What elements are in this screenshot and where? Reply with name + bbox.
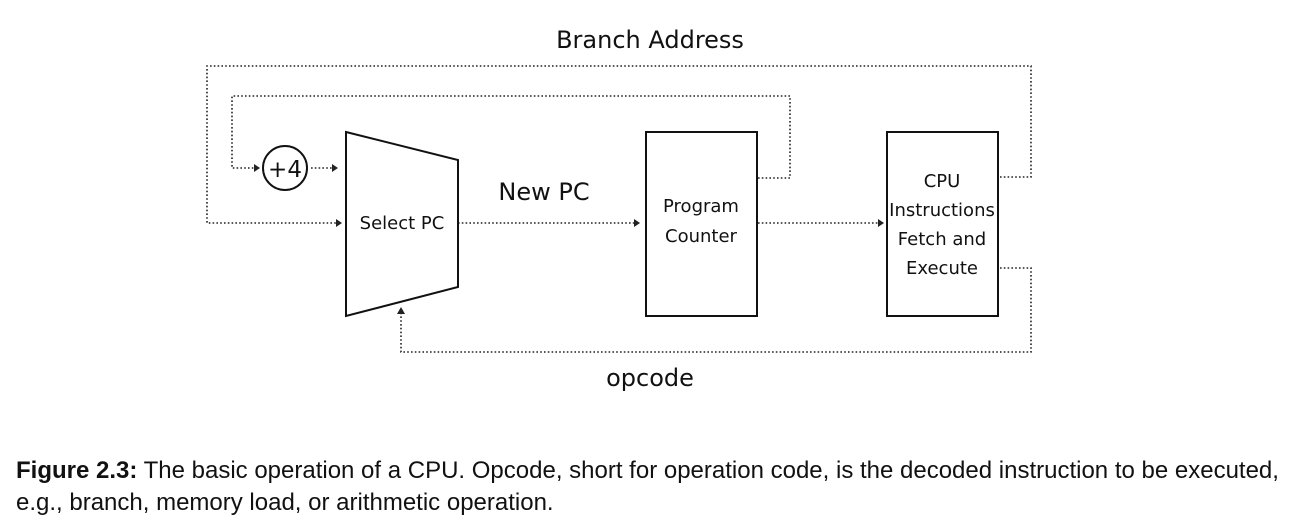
plus4-label: +4 bbox=[268, 157, 302, 183]
program-counter-label-line2: Counter bbox=[665, 226, 738, 247]
arrowhead-plus4-to-mux bbox=[332, 164, 338, 172]
branch-address-loop bbox=[206, 65, 1032, 224]
arrowhead-opcode-to-mux bbox=[397, 307, 405, 314]
figure-number: Figure 2.3: bbox=[16, 457, 138, 484]
program-counter-label-line1: Program bbox=[663, 196, 739, 217]
plus4-circle bbox=[262, 145, 308, 191]
program-counter-box bbox=[645, 131, 758, 317]
branch-address-label: Branch Address bbox=[556, 26, 744, 54]
cpu-label-line1: CPU bbox=[924, 171, 961, 192]
opcode-loop bbox=[400, 267, 1032, 353]
caption-text: The basic operation of a CPU. Opcode, sh… bbox=[16, 457, 1279, 516]
arrowhead-to-cpu bbox=[878, 219, 884, 227]
opcode-label: opcode bbox=[606, 364, 694, 392]
pc-increment-loop bbox=[231, 95, 791, 179]
arrowhead-to-pc bbox=[634, 219, 640, 227]
cpu-label-line4: Execute bbox=[906, 258, 978, 279]
cpu-label-line2: Instructions bbox=[889, 200, 995, 221]
cpu-operation-diagram: +4 Select PC Program Counter CPU Instruc… bbox=[206, 26, 1032, 392]
select-pc-label: Select PC bbox=[360, 213, 445, 234]
arrowhead-branch-to-mux bbox=[336, 219, 342, 227]
cpu-label-line3: Fetch and bbox=[898, 229, 986, 250]
figure-caption: Figure 2.3: The basic operation of a CPU… bbox=[16, 455, 1301, 519]
select-pc-mux bbox=[345, 130, 459, 318]
arrowhead-to-plus4 bbox=[254, 164, 260, 172]
cpu-box bbox=[886, 131, 999, 317]
new-pc-label: New PC bbox=[498, 178, 589, 206]
